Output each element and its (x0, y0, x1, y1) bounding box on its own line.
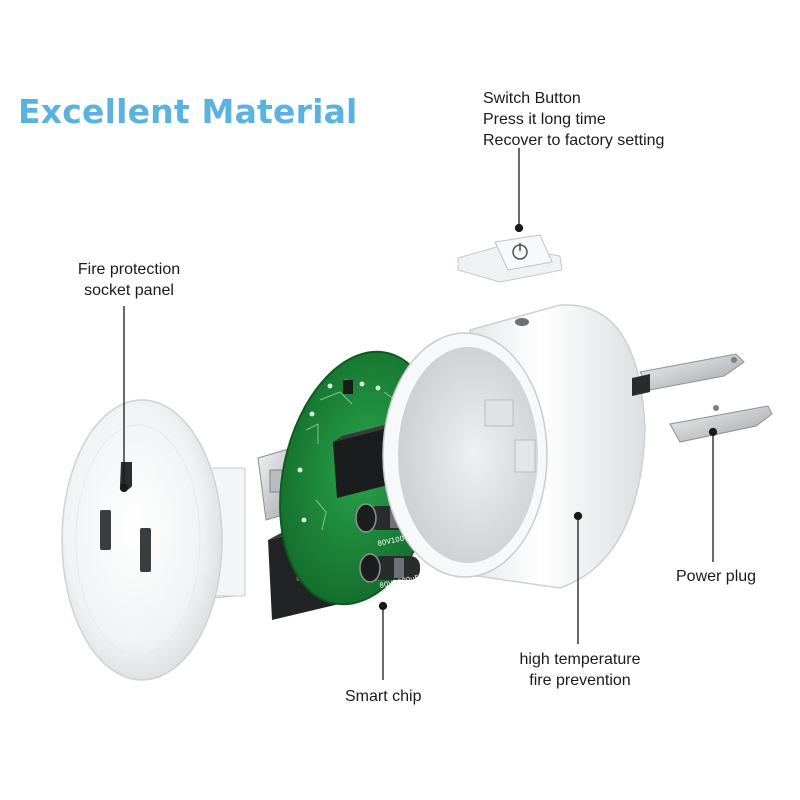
callout-line: Recover to factory setting (483, 132, 665, 149)
shell-inner-post (514, 439, 536, 473)
heading-title: Excellent Material (18, 92, 358, 131)
callout-line: Switch Button (483, 90, 581, 107)
panel-inner-ring (75, 424, 201, 656)
capacitor-bottom (359, 553, 420, 583)
smart-chip-callout: Smart chip (345, 686, 421, 707)
power-plug-callout: Power plug (676, 566, 756, 587)
socket-slot-right (140, 528, 151, 572)
ground-hole (120, 462, 132, 490)
switch-button-component (457, 234, 563, 283)
callout-line: Press it long time (483, 111, 606, 128)
callout-line: high temperature (519, 651, 641, 668)
pcb-chip (333, 428, 392, 498)
callout-line: Power plug (676, 568, 757, 585)
callout-line: socket panel (84, 282, 174, 299)
power-plug-prongs (632, 353, 773, 443)
leader-dot (514, 223, 524, 233)
shell-button-hole (515, 318, 529, 326)
callout-line: Smart chip (345, 688, 422, 705)
leader-lines (119, 148, 718, 680)
shell-inner-tab (484, 399, 514, 427)
socket-slot-left (100, 510, 111, 550)
outer-shell (382, 304, 646, 589)
callout-line: fire prevention (529, 672, 631, 689)
callout-line: Fire protection (77, 261, 181, 278)
fire-panel-callout: Fire protection socket panel (70, 259, 188, 301)
leader-dot (119, 483, 129, 493)
pcb-small-component (343, 380, 353, 394)
prong-upper (639, 353, 745, 391)
leader-dot (378, 601, 388, 611)
leader-dot (708, 427, 718, 437)
socket-panel (61, 399, 246, 681)
switch-button-callout: Switch Button Press it long time Recover… (483, 88, 664, 151)
high-temp-callout: high temperature fire prevention (512, 649, 648, 691)
leader-dot (573, 511, 583, 521)
prong-base (632, 374, 650, 396)
prong-lower (669, 405, 773, 443)
